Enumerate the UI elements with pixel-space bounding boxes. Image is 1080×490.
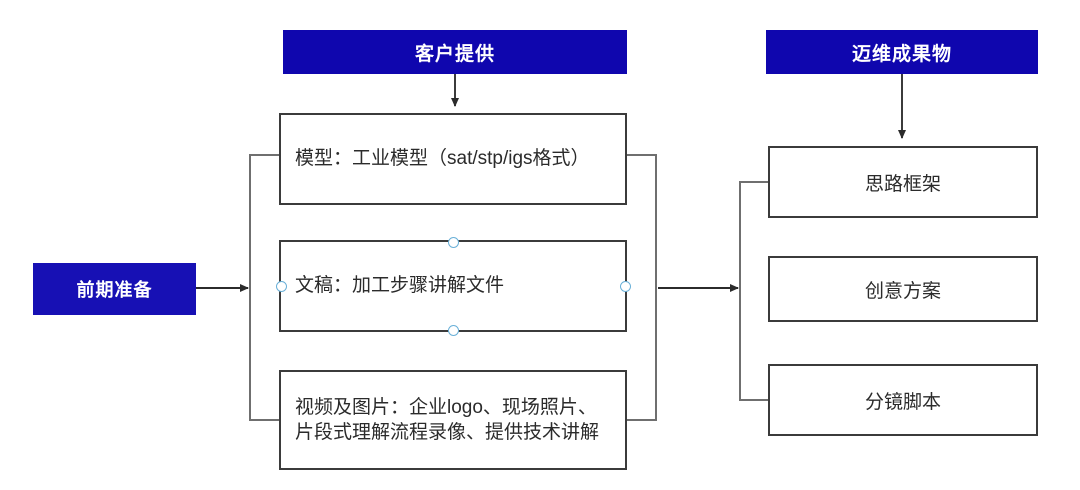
header-client-provides-label: 客户提供 xyxy=(414,43,495,65)
selection-handle-bottom[interactable] xyxy=(447,324,459,336)
node-output-storyboard[interactable]: 分镜脚本 xyxy=(768,364,1038,436)
node-input-document[interactable]: 文稿：加工步骤讲解文件 xyxy=(275,236,631,336)
node-input-media-label: 视频及图片：企业logo、现场照片、片段式理解流程录像、提供技术讲解 xyxy=(295,396,600,443)
node-input-document-label: 文稿：加工步骤讲解文件 xyxy=(295,275,505,297)
selection-handle-right[interactable] xyxy=(619,280,631,292)
selection-handle-left[interactable] xyxy=(275,280,287,292)
output-bracket xyxy=(739,181,768,401)
header-client-provides: 客户提供 xyxy=(283,30,627,74)
node-output-creative-label: 创意方案 xyxy=(864,280,941,302)
node-input-model-label: 模型：工业模型（sat/stp/igs格式） xyxy=(295,148,590,170)
node-output-storyboard-label: 分镜脚本 xyxy=(864,391,941,413)
node-output-framework-label: 思路框架 xyxy=(864,173,941,195)
input-output-bracket-left xyxy=(627,154,657,421)
node-input-model[interactable]: 模型：工业模型（sat/stp/igs格式） xyxy=(279,113,627,205)
node-output-creative[interactable]: 创意方案 xyxy=(768,256,1038,322)
node-input-media[interactable]: 视频及图片：企业logo、现场照片、片段式理解流程录像、提供技术讲解 xyxy=(279,370,627,470)
header-maiwei-deliverables: 迈维成果物 xyxy=(766,30,1038,74)
header-maiwei-deliverables-label: 迈维成果物 xyxy=(851,43,952,65)
selection-handle-top[interactable] xyxy=(447,236,459,248)
node-output-framework[interactable]: 思路框架 xyxy=(768,146,1038,218)
node-start-preparation-label: 前期准备 xyxy=(76,280,153,300)
input-bracket xyxy=(249,154,279,421)
node-start-preparation[interactable]: 前期准备 xyxy=(33,263,196,315)
